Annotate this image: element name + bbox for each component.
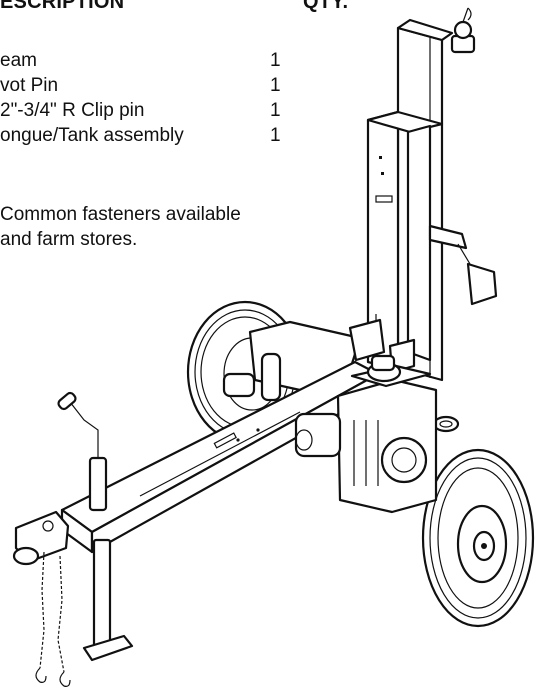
part-description: ongue/Tank assembly (0, 125, 184, 146)
fuel-tank (432, 415, 460, 433)
part-qty: 1 (270, 50, 281, 71)
parts-list: eam 1 vot Pin 1 2"-3/4" R Clip pin 1 ong… (0, 50, 290, 150)
vertical-beam (366, 18, 454, 382)
part-description: vot Pin (0, 75, 59, 96)
hitch-coupler (12, 510, 70, 566)
front-wheel (421, 448, 535, 628)
part-qty: 1 (270, 100, 281, 121)
part-qty: 1 (270, 125, 281, 146)
parts-row: 2"-3/4" R Clip pin 1 (0, 100, 290, 125)
qty-column-header: QTY. (303, 0, 349, 13)
frame-brackets (348, 318, 416, 374)
safety-chains (35, 551, 71, 687)
fastener-note: Common fasteners available and farm stor… (0, 202, 241, 252)
part-description: 2"-3/4" R Clip pin (0, 100, 145, 121)
gas-engine (294, 354, 438, 514)
tongue-jack (57, 391, 134, 662)
part-qty: 1 (270, 75, 281, 96)
note-line: Common fasteners available (0, 204, 241, 225)
description-column-header: ESCRIPTION (0, 0, 125, 13)
part-description: eam (0, 50, 37, 71)
parts-row: eam 1 (0, 50, 290, 75)
parts-row: vot Pin 1 (0, 75, 290, 100)
splitting-wedge (428, 224, 498, 306)
parts-row: ongue/Tank assembly 1 (0, 125, 290, 150)
cylinder-pin (450, 7, 476, 54)
note-line: and farm stores. (0, 229, 138, 250)
